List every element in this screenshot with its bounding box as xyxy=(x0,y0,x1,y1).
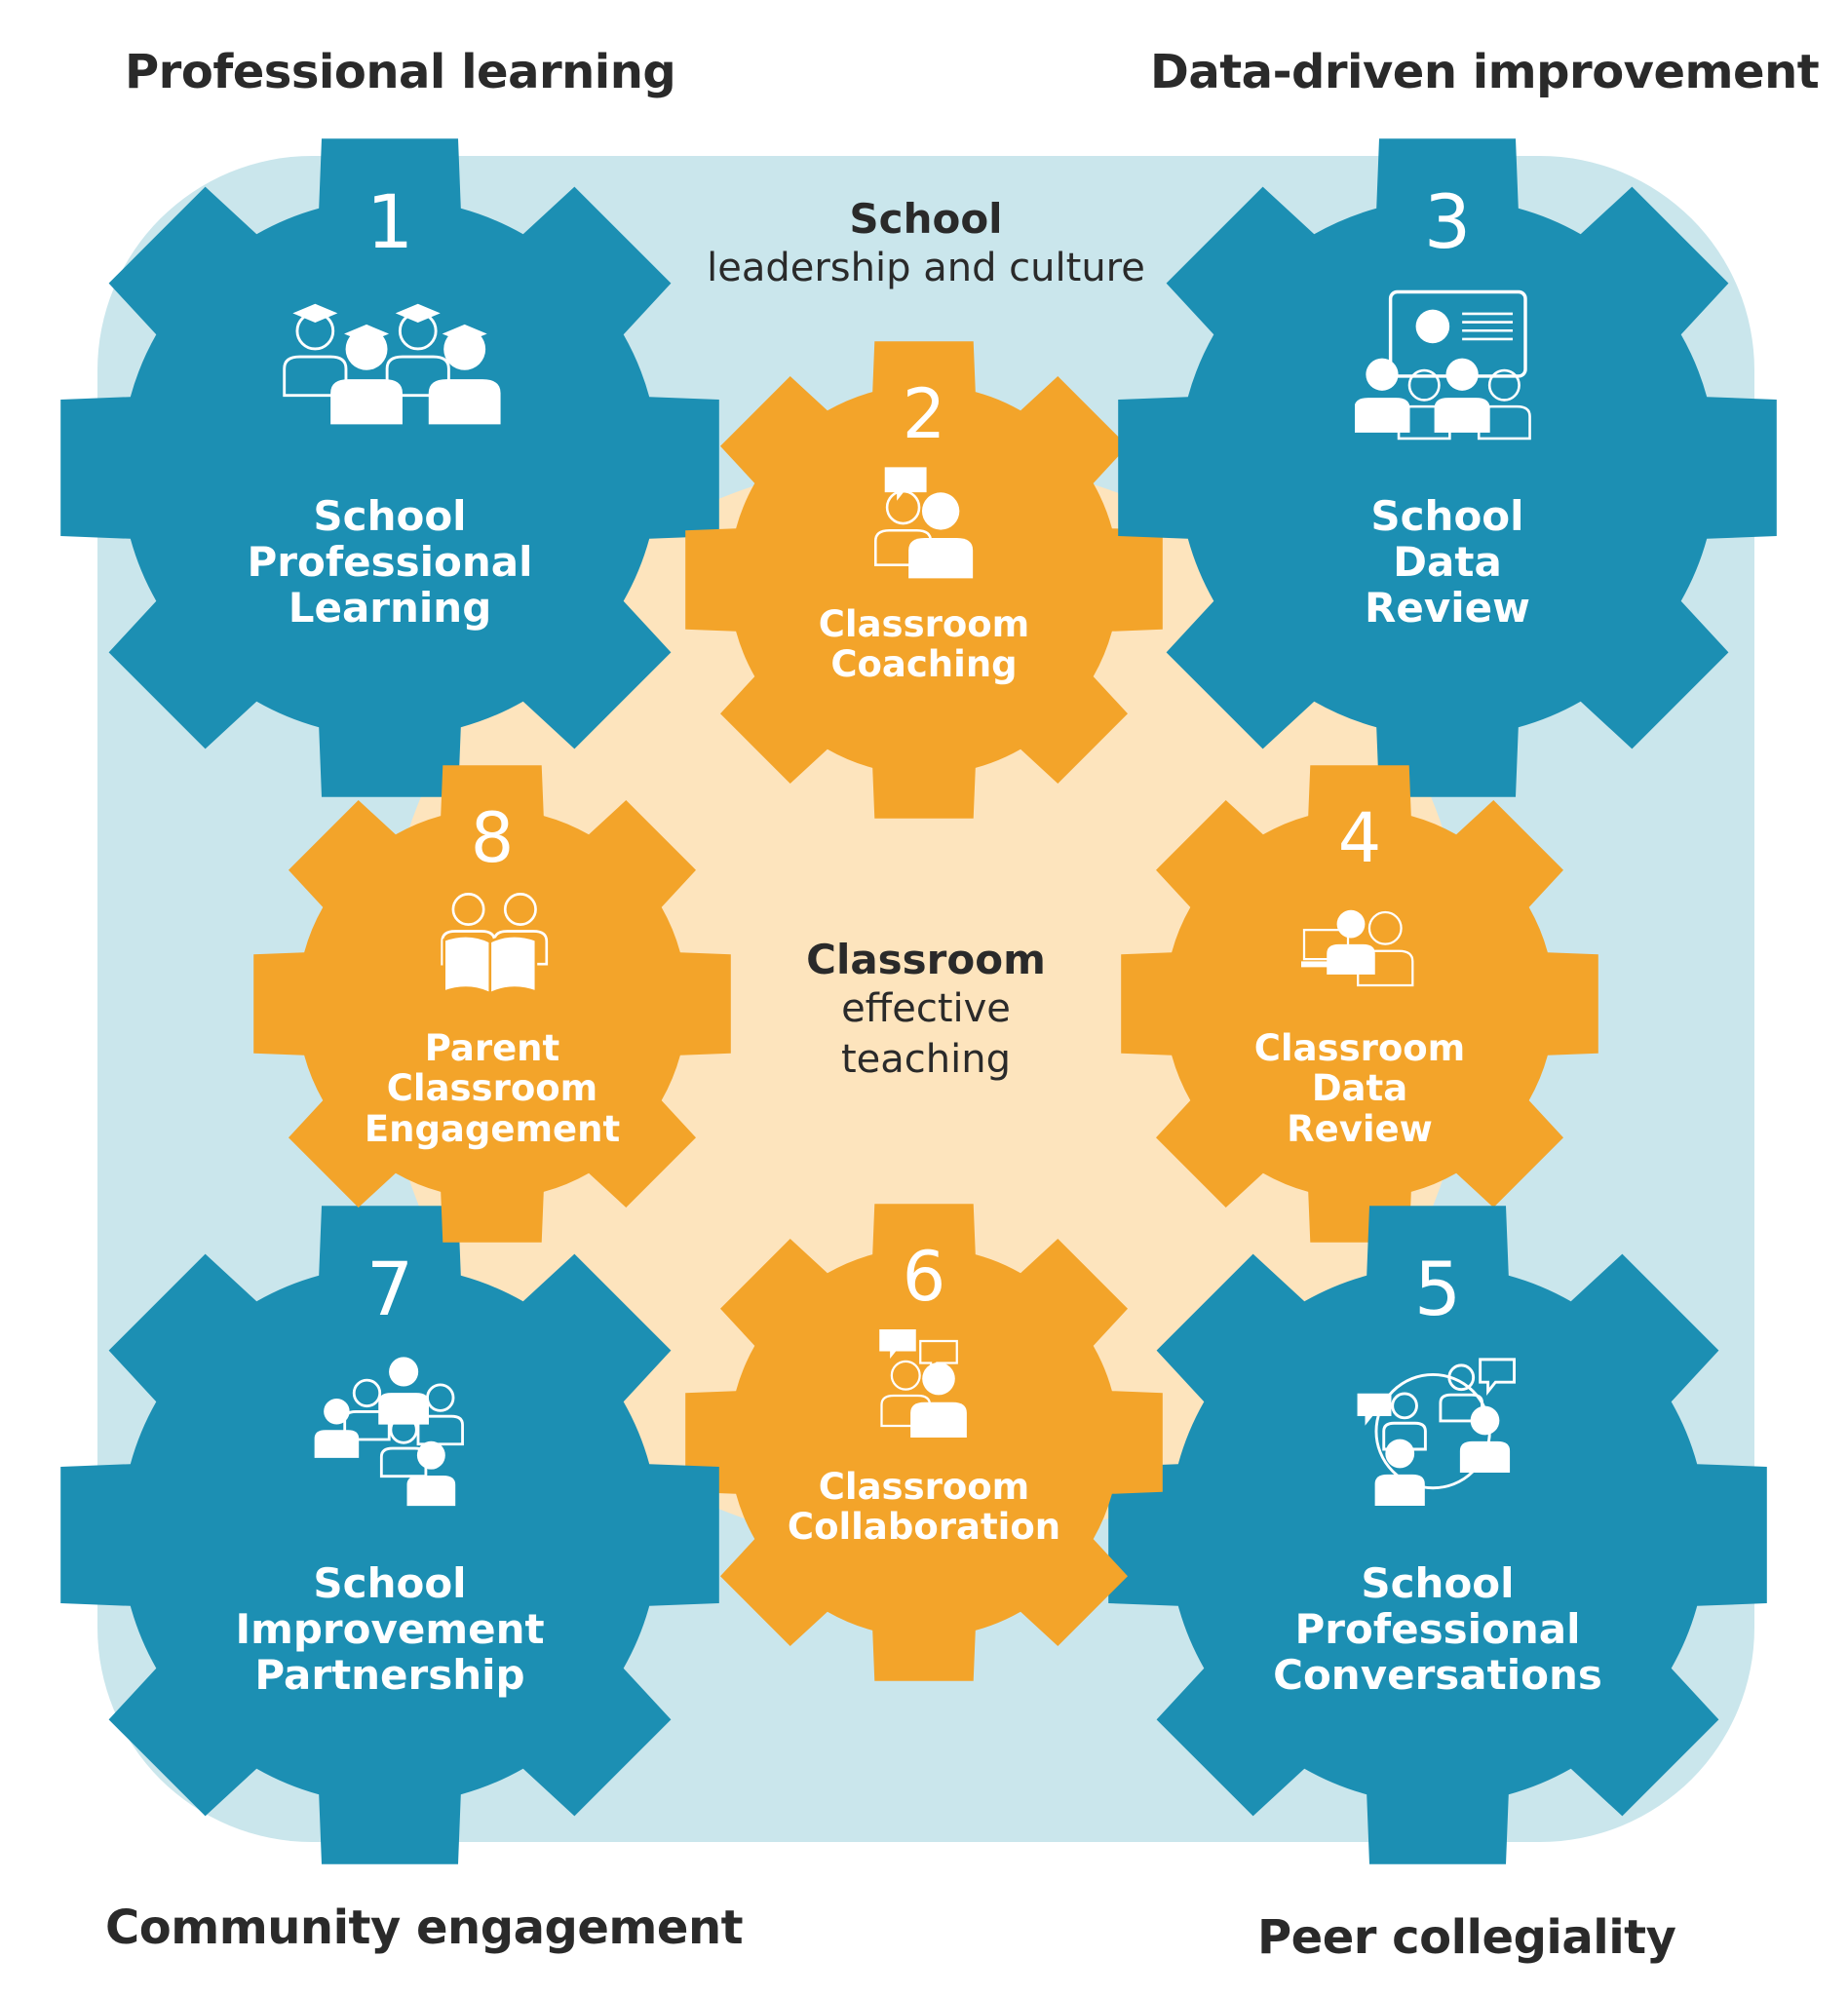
gear-label-line: Coaching xyxy=(830,643,1018,686)
gear-label-line: Data xyxy=(1393,538,1502,587)
school-zone-title: School xyxy=(849,195,1003,243)
corner-label-data-driven-improvement: Data-driven improvement xyxy=(1150,45,1820,99)
gear-label-line: Classroom xyxy=(818,1466,1030,1508)
gear-label-line: Collaboration xyxy=(787,1506,1061,1549)
coaching-icon xyxy=(874,467,974,579)
laptop-pair-icon xyxy=(1301,909,1414,987)
gear-shape-5 xyxy=(1108,1206,1767,1864)
collaboration-icon xyxy=(879,1329,967,1438)
gear-number: 4 xyxy=(1337,798,1382,878)
gear-shape-1 xyxy=(60,138,719,797)
community-group-icon xyxy=(314,1357,464,1507)
graduates-icon xyxy=(283,303,501,425)
school-zone-label: School leadership and culture xyxy=(673,195,1179,293)
gear-label-line: Parent xyxy=(424,1027,560,1069)
gear-label-line: Classroom xyxy=(1253,1027,1466,1069)
gear-label-line: Review xyxy=(1365,584,1530,633)
gear-shape-8 xyxy=(253,765,731,1243)
gear-shape-2 xyxy=(685,341,1163,819)
gear-label-line: Engagement xyxy=(364,1107,621,1150)
gear-number: 1 xyxy=(366,178,414,265)
corner-label-community-engagement: Community engagement xyxy=(105,1900,744,1955)
gear-shape-6 xyxy=(685,1204,1163,1681)
gear-shapes xyxy=(60,138,1777,1864)
gear-shape-7 xyxy=(60,1206,719,1864)
corner-label-peer-collegiality: Peer collegiality xyxy=(1257,1910,1676,1965)
gear-label-line: Professional xyxy=(1294,1605,1581,1654)
gear-label-line: Learning xyxy=(288,584,492,633)
gear-label-line: Data xyxy=(1311,1067,1408,1110)
gear-label-line: School xyxy=(1370,492,1524,540)
data-presentation-icon xyxy=(1355,289,1531,441)
gear-label-line: Conversations xyxy=(1273,1651,1602,1700)
gear-label-line: School xyxy=(313,1559,467,1607)
gear-label-line: School xyxy=(1361,1559,1515,1607)
school-zone-subtitle: leadership and culture xyxy=(707,246,1145,290)
gear-number: 3 xyxy=(1423,178,1472,265)
gear-shape-4 xyxy=(1121,765,1598,1243)
gear-label-line: Review xyxy=(1287,1107,1433,1150)
conversation-network-icon xyxy=(1357,1358,1516,1506)
corner-label-professional-learning: Professional learning xyxy=(125,45,676,99)
classroom-zone-subtitle-1: effective xyxy=(841,986,1011,1031)
gear-number: 5 xyxy=(1413,1246,1462,1332)
gear-number: 2 xyxy=(902,374,946,454)
classroom-zone-title: Classroom xyxy=(806,936,1046,983)
gear-label-line: Professional xyxy=(247,538,533,587)
gear-label-line: Partnership xyxy=(254,1651,525,1700)
gear-label-line: Improvement xyxy=(235,1605,545,1654)
gear-shape-3 xyxy=(1118,138,1777,797)
classroom-zone-panel xyxy=(380,458,1472,1550)
gear-number: 8 xyxy=(470,798,515,878)
parent-reading-icon xyxy=(441,893,549,995)
gear-label-line: Classroom xyxy=(818,603,1030,645)
classroom-zone-label: Classroom effective teaching xyxy=(741,936,1111,1085)
gear-number: 7 xyxy=(366,1246,414,1332)
classroom-zone-subtitle-2: teaching xyxy=(840,1037,1011,1082)
gear-label-line: Classroom xyxy=(386,1067,598,1110)
gear-number: 6 xyxy=(902,1237,946,1317)
gear-label-line: School xyxy=(313,492,467,540)
